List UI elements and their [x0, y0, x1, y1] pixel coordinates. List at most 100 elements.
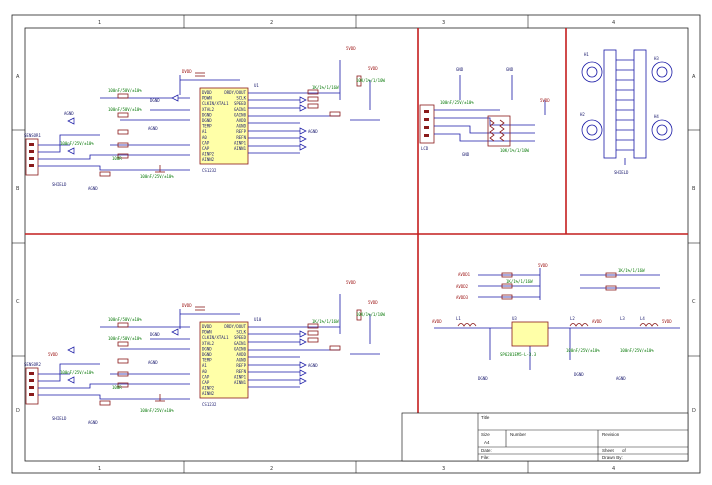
- adc-u1-left-pin-8: A0: [202, 135, 207, 140]
- bottom-res-value-3: 100R: [112, 385, 122, 390]
- sensor-connector-bottom-label: SENSOR2: [24, 362, 41, 367]
- power-avdd-label: AVDD: [432, 319, 442, 324]
- regulator-part: SP6201EM5-L-3.3: [500, 352, 537, 357]
- adc-u1-right-pin-4: GAIN0: [234, 112, 247, 117]
- sensor-connector-top-label: SENSOR1: [24, 133, 41, 138]
- adc-u10-left-pin-3: XTAL2: [202, 341, 215, 346]
- adc-u1-right-pin-10: AINN1: [234, 146, 247, 151]
- adc-u10-left-pin-2: CLKIN/XTAL1: [202, 335, 229, 340]
- adc-u1-right-pin-2: SPEED: [234, 101, 247, 106]
- adc-u1-left-pin-3: XTAL2: [202, 107, 215, 112]
- adc-u10-left-pin-6: TEMP: [202, 358, 212, 363]
- bottom-5vdd-label-3: 5VDD: [48, 352, 58, 357]
- regulator-u3-ref: U3: [512, 316, 517, 321]
- lcd-gnd-label-2: GND: [506, 67, 514, 72]
- bottom-res-value-1: 1K/1%/1/16W: [312, 319, 339, 324]
- date-label: Date:: [481, 448, 492, 453]
- adc-u1-right-pin-8: REFN: [236, 135, 246, 140]
- zone-col-1-top: 1: [98, 20, 101, 26]
- zone-row-b-right: B: [692, 186, 696, 192]
- drawn-by-label: Drawn By:: [602, 455, 623, 460]
- bottom-agnd-label-1: AGND: [148, 360, 158, 365]
- zone-row-c-left: C: [16, 299, 20, 305]
- revision-label: Revision: [602, 432, 620, 437]
- power-cap-value-1: 100nF/25V/±10%: [566, 348, 600, 353]
- zone-col-1-bottom: 1: [98, 466, 101, 472]
- bottom-cap-value-2: 100nF/50V/±10%: [108, 336, 142, 341]
- adc-u10-left-pin-0: DVDD: [202, 324, 212, 329]
- power-agnd-label: AGND: [616, 376, 626, 381]
- lcd-gnd-label-1: GND: [456, 67, 464, 72]
- zone-row-c-right: C: [692, 299, 696, 305]
- bottom-agnd-label-2: AGND: [88, 420, 98, 425]
- adc-u10-right-pin-3: GAIN1: [234, 341, 247, 346]
- regulator-u3-body: [511, 321, 549, 347]
- mounting-holes-section: H1 H2 H3 H4 SHIELD: [580, 49, 673, 175]
- section-dividers: [25, 28, 688, 461]
- adc-u10-right-pin-9: AINP1: [234, 374, 247, 379]
- mounting-hole-h3: H3: [654, 56, 659, 61]
- adc-u1-left-pin-6: TEMP: [202, 124, 212, 129]
- adc-u10-left-pins: DVDDPDWNCLKIN/XTAL1XTAL2DGNDDGNDTEMPA1A0…: [202, 324, 229, 396]
- adc-u10-right-pin-1: SCLK: [236, 330, 246, 335]
- bottom-agnd-label-3: AGND: [308, 363, 318, 368]
- power-5vdd-label-1: 5VDD: [538, 263, 548, 268]
- inductor-l2: L2: [570, 316, 575, 321]
- adc-u1-left-pin-4: DGND: [202, 112, 212, 117]
- zone-col-4-bottom: 4: [612, 466, 615, 472]
- power-avdd-label-2: AVDD: [592, 319, 602, 324]
- bottom-dgnd-label: DGND: [150, 332, 160, 337]
- adc-u10-left-pin-11: AINP2: [202, 386, 215, 391]
- adc-u10-left-pin-9: CAP: [202, 374, 210, 379]
- adc-u1-right-pin-1: SCLK: [236, 96, 246, 101]
- net-avdd3: AVDD3: [456, 295, 469, 300]
- inner-frame: [24, 27, 689, 462]
- adc-u1-left-pin-2: CLKIN/XTAL1: [202, 101, 229, 106]
- lcd-connector: [419, 104, 435, 144]
- adc-u10-left-pin-1: PDWN: [202, 330, 212, 335]
- adc-u1-right-pin-6: AGND: [236, 124, 246, 129]
- sheet-of-label: of: [622, 448, 627, 453]
- adc-u1-right-pin-9: AINP1: [234, 140, 247, 145]
- adc-u10-left-pin-5: DGND: [202, 352, 212, 357]
- zone-col-2-bottom: 2: [270, 466, 273, 472]
- power-5vdd-label-2: 5VDD: [662, 319, 672, 324]
- lcd-5vdd-label: 5VDD: [540, 98, 550, 103]
- number-label: Number: [510, 432, 527, 437]
- adc-u10-left-pin-10: CAP: [202, 380, 210, 385]
- adc-u1-ref: U1: [254, 83, 259, 88]
- adc-u10-right-pin-7: REFP: [236, 363, 246, 368]
- zone-row-d-right: D: [692, 408, 696, 414]
- outer-frame: [11, 14, 701, 474]
- adc-u1-right-pins: DRDY/DOUTSCLKSPEEDGAIN1GAIN0AVDDAGNDREFP…: [224, 90, 246, 151]
- top-cap-value-2: 100nF/50V/±10%: [108, 107, 142, 112]
- zone-col-4-top: 4: [612, 20, 615, 26]
- power-section: U3 SP6201EM5-L-3.3 L1 L2 L3 L4 AVDD1 AVD…: [432, 263, 680, 381]
- adc-u1-right-pin-7: REFP: [236, 129, 246, 134]
- adc-u1-left-pin-9: CAP: [202, 140, 210, 145]
- adc-u1-body: [199, 87, 249, 165]
- adc-u10-right-pin-5: AVDD: [236, 352, 246, 357]
- bottom-cap-value-1: 100nF/50V/±10%: [108, 317, 142, 322]
- top-agnd-label-3: AGND: [88, 186, 98, 191]
- adc-u1-left-pin-11: AINP2: [202, 152, 215, 157]
- bottom-res-value-2: 10K/1%/1/10W: [356, 312, 385, 317]
- inductor-l1: L1: [456, 316, 461, 321]
- zone-col-3-top: 3: [442, 20, 445, 26]
- adc-u10-left-pin-12: AINN2: [202, 391, 215, 396]
- lcd-resistor-array: [487, 115, 511, 147]
- adc-u10-part: CS1232: [202, 402, 217, 407]
- lcd-connector-label: LCD: [421, 146, 429, 151]
- size-value: A4: [484, 440, 490, 445]
- mounting-hole-h2: H2: [580, 112, 585, 117]
- adc-u10-right-pin-2: SPEED: [234, 335, 247, 340]
- sheet-label: Sheet: [602, 448, 615, 453]
- net-avdd2: AVDD2: [456, 284, 469, 289]
- adc-block-top: SENSOR1 SHIELD U1 CS1232 DVDDPDWNCLKIN/X…: [24, 46, 385, 191]
- power-dgnd-label-1: DGND: [478, 376, 488, 381]
- top-res-value-2: 10K/1%/1/10W: [356, 78, 385, 83]
- top-5vdd-label-1: 5VDD: [346, 46, 356, 51]
- zone-col-2-top: 2: [270, 20, 273, 26]
- title-label: Title: [481, 415, 490, 420]
